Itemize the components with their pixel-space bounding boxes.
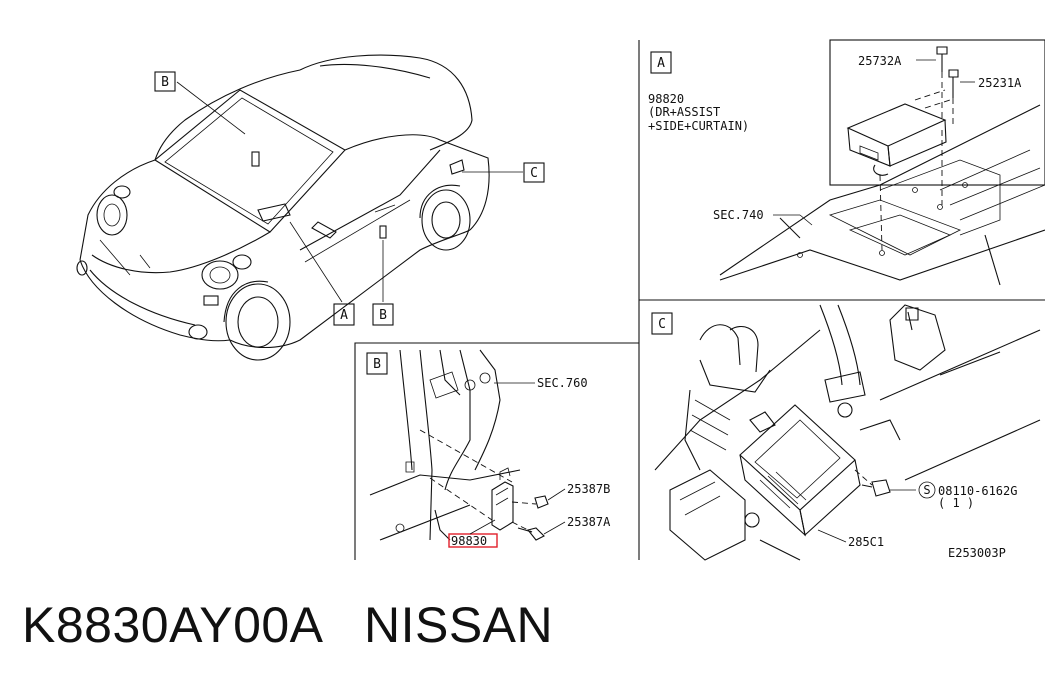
part-98830-highlight: 98830 (451, 534, 487, 548)
sec-740-ref: SEC.740 (713, 208, 764, 222)
part-98830-highlight-box (448, 533, 498, 548)
car-overview (76, 54, 523, 361)
part-caption: K8830AY00A NISSAN (22, 596, 553, 654)
caption-spacer (321, 597, 364, 653)
panel-a: A 98820 (DR+ASSIST +SIDE+CURTAIN) 25732A… (648, 39, 1045, 286)
callout-box-c (523, 162, 545, 183)
part-98820-desc-1: (DR+ASSIST (648, 105, 720, 119)
callout-b-top: B (161, 75, 169, 90)
part-08110-6162g: 08110-6162G (938, 484, 1017, 498)
caption-brand: NISSAN (363, 597, 554, 653)
callout-a: A (340, 308, 348, 323)
panel-b-frame (354, 342, 639, 560)
part-98820-desc-2: +SIDE+CURTAIN) (648, 119, 749, 133)
part-25387a: 25387A (567, 515, 611, 529)
panel-c-label: C (658, 317, 666, 332)
s-symbol: S (923, 483, 930, 497)
panel-b: B SEC.760 25387B 25387A 98830 (366, 349, 611, 548)
part-25387b: 25387B (567, 482, 610, 496)
caption-part-number: K8830AY00A (22, 597, 321, 653)
part-98820: 98820 (648, 92, 684, 106)
drawing-code: E253003P (948, 546, 1006, 560)
panel-a-label: A (657, 56, 665, 71)
sec-760-ref: SEC.760 (537, 376, 588, 390)
callout-b-bottom: B (379, 308, 387, 323)
panel-b-label: B (373, 357, 381, 372)
callout-box-b-bottom (372, 303, 394, 326)
callout-box-b-top (154, 71, 176, 92)
part-08110-qty: ( 1 ) (938, 496, 974, 510)
callout-c: C (530, 166, 538, 181)
part-25732a: 25732A (858, 54, 902, 68)
part-25231a: 25231A (978, 76, 1022, 90)
panel-c: C S 081 (651, 304, 1041, 561)
callout-box-a (333, 303, 355, 326)
part-285c1: 285C1 (848, 535, 884, 549)
